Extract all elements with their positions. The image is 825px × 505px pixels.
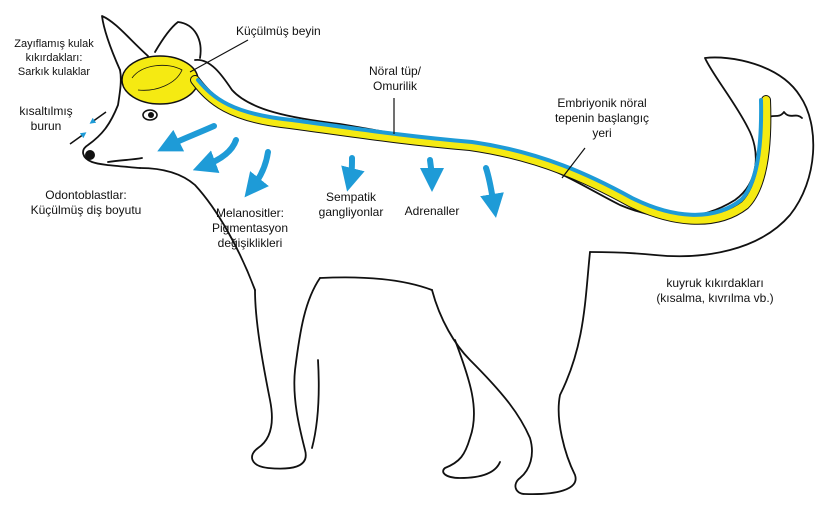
label-teeth: Odontoblastlar: Küçülmüş diş boyutu	[16, 188, 156, 218]
brain-leader	[189, 39, 249, 73]
label-neural-tube: Nöral tüp/ Omurilik	[360, 64, 430, 94]
arrow-adrenal	[419, 157, 444, 192]
eye	[142, 109, 158, 121]
neural-tube	[190, 75, 772, 225]
mouth	[107, 157, 143, 163]
rear-leg	[431, 251, 591, 496]
label-nose-line-1: kısaltılmış	[19, 104, 73, 118]
arrow-ears	[157, 123, 217, 152]
label-crest-origin-line-1: Embriyonik nöral	[557, 96, 647, 110]
label-tail-line-1: kuyruk kıkırdakları	[666, 276, 764, 290]
muzzle	[82, 69, 141, 169]
chest	[139, 167, 256, 291]
label-neural-tube-line-2: Omurilik	[373, 79, 417, 93]
label-nose: kısaltılmış burun	[14, 104, 78, 134]
label-sympathetic-line-2: gangliyonlar	[318, 205, 384, 219]
label-sympathetic: Sempatik gangliyonlar	[306, 190, 396, 220]
label-tail-line-2: (kısalma, kıvrılma vb.)	[656, 291, 774, 305]
label-teeth-line-2: Küçülmüş diş boyutu	[30, 203, 142, 217]
right-ear	[154, 21, 202, 59]
nose-arrow-lower	[69, 132, 87, 145]
label-crest-origin-line-2: tepenin başlangıç	[554, 111, 650, 125]
label-melanocytes-line-3: değişiklikleri	[217, 236, 283, 250]
label-ears-line-1: Zayıflamış kulak	[14, 38, 94, 50]
leader-lines	[189, 39, 586, 179]
inner-rear-leg	[442, 339, 501, 479]
front-leg	[251, 277, 321, 470]
label-teeth-line-1: Odontoblastlar:	[45, 188, 127, 202]
migration-arrows	[157, 123, 504, 218]
brain-fold	[131, 64, 183, 91]
tail-tip	[765, 111, 803, 121]
arrow-lower	[480, 165, 504, 218]
nose-arrow-upper	[89, 111, 107, 124]
label-sympathetic-line-1: Sempatik	[325, 190, 377, 204]
crest-leader	[561, 147, 586, 179]
inner-front-leg	[311, 359, 320, 449]
label-ears-line-3: Sarkık kulaklar	[17, 65, 91, 78]
label-ears: Zayıflamış kulak kıkırdakları: Sarkık ku…	[8, 38, 100, 79]
arrow-sympathetic	[341, 155, 365, 192]
label-brain: Küçülmüş beyin	[236, 24, 321, 38]
brain	[121, 55, 199, 105]
nose-arrows	[69, 111, 107, 145]
arrow-teeth	[192, 137, 239, 174]
label-neural-tube-line-1: Nöral tüp/	[368, 64, 422, 78]
label-adrenal: Adrenaller	[404, 204, 460, 218]
label-crest-origin-line-3: yeri	[592, 126, 612, 140]
label-melanocytes-line-2: Pigmentasyon	[211, 221, 289, 235]
label-crest-origin: Embriyonik nöral tepenin başlangıç yeri	[547, 96, 657, 141]
label-tail: kuyruk kıkırdakları (kısalma, kıvrılma v…	[640, 276, 790, 306]
label-ears-line-2: kıkırdakları:	[25, 51, 83, 64]
arrow-melanocytes	[244, 149, 271, 198]
left-ear	[101, 15, 149, 71]
label-melanocytes-line-1: Melanositler:	[215, 206, 285, 220]
label-melanocytes: Melanositler: Pigmentasyon değişiklikler…	[200, 206, 300, 251]
label-nose-line-2: burun	[30, 119, 62, 133]
belly	[319, 276, 433, 291]
nose	[85, 150, 95, 160]
